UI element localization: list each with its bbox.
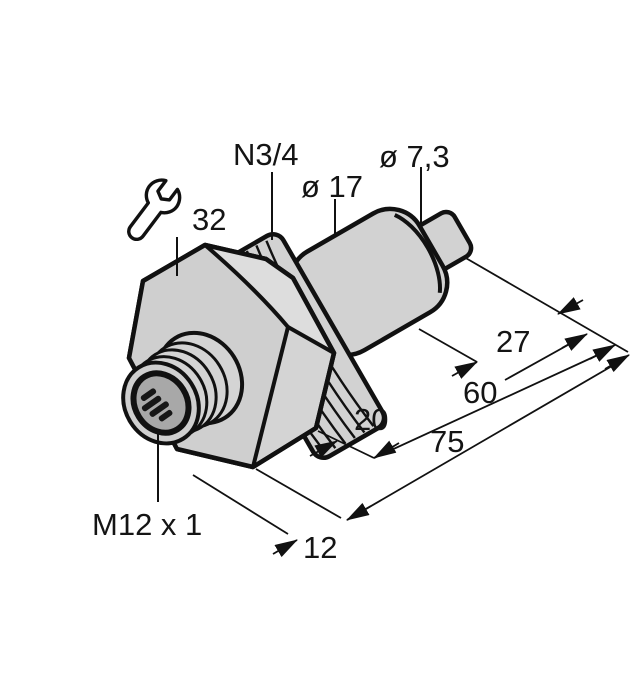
arrow-12 <box>272 539 298 558</box>
wrench-icon <box>127 178 182 242</box>
label-body-diameter: ø 17 <box>301 169 363 204</box>
connector-pins <box>140 388 173 422</box>
label-dim-27: 27 <box>496 324 530 359</box>
label-connector-thread: M12 x 1 <box>92 507 202 542</box>
extension-tip-end <box>463 256 629 353</box>
dim-line-75 <box>346 365 613 521</box>
leader-lines <box>157 167 422 502</box>
extension-hex-back <box>317 430 375 459</box>
extension-hex-front <box>255 468 342 519</box>
label-dim-75: 75 <box>430 424 464 459</box>
arrow-75-right <box>604 354 630 373</box>
label-wrench-size: 32 <box>192 202 226 237</box>
extension-lines <box>192 256 629 535</box>
label-process-thread: N3/4 <box>233 137 298 172</box>
extension-step <box>418 328 478 363</box>
arrow-27-upper <box>557 297 584 315</box>
label-dim-20: 20 <box>354 402 388 437</box>
m12-connector <box>121 330 245 446</box>
dim-line-60 <box>373 353 601 459</box>
arrow-60-right <box>589 344 616 362</box>
arrow-20-right <box>451 361 478 379</box>
connector-face <box>130 370 192 436</box>
dimension-arrows <box>272 297 630 558</box>
extension-hex-depth <box>192 474 289 535</box>
arrow-60-left <box>373 440 400 459</box>
label-dim-12: 12 <box>303 530 337 565</box>
arrow-27-right <box>561 333 588 351</box>
arrow-75-left <box>346 502 372 521</box>
label-tip-diameter: ø 7,3 <box>379 139 450 174</box>
label-dim-60: 60 <box>463 375 497 410</box>
arrow-20-left <box>309 440 338 458</box>
dome-crease-line <box>393 213 442 294</box>
